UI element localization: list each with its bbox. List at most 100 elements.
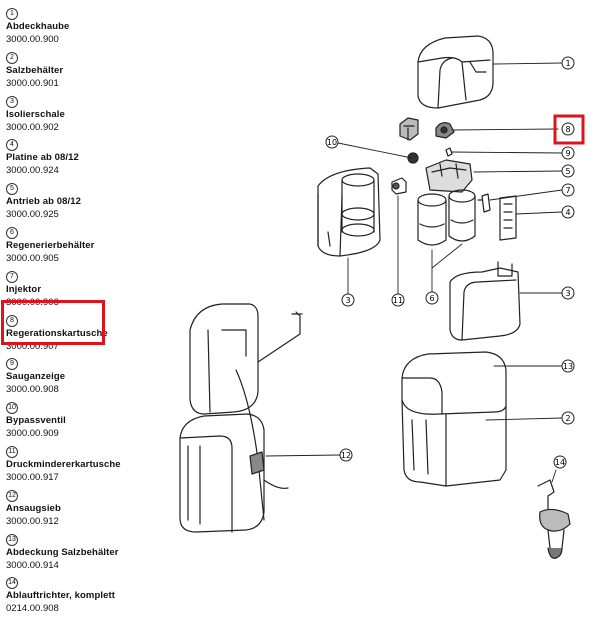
legend-part-name: Injektor xyxy=(6,283,42,295)
legend-part-code: 3000.00.914 xyxy=(6,559,59,571)
legend-item-5: 5 Antrieb ab 08/12 3000.00.925 xyxy=(6,183,156,227)
svg-text:1: 1 xyxy=(565,59,570,68)
legend-part-code: 3000.00.912 xyxy=(6,515,59,527)
svg-text:10: 10 xyxy=(327,138,337,147)
legend-part-code: 3000.00.908 xyxy=(6,384,59,396)
callout-highlight-box xyxy=(553,114,585,145)
legend-part-name: Sauganzeige xyxy=(6,371,66,383)
legend-number: 1 xyxy=(6,8,18,20)
legend-part-name: Antrieb ab 08/12 xyxy=(6,196,81,208)
svg-text:5: 5 xyxy=(565,167,570,176)
callout-8: 8 xyxy=(553,114,585,145)
legend-item-4: 4 Platine ab 08/12 3000.00.924 xyxy=(6,139,156,183)
legend-number: 12 xyxy=(6,489,18,502)
svg-text:8: 8 xyxy=(565,125,570,134)
callout-4: 4 xyxy=(561,205,575,219)
legend-part-code: 3000.00.905 xyxy=(6,252,59,264)
part-drain-funnel xyxy=(537,479,571,559)
legend-part-name: Regerationskartusche xyxy=(6,327,108,339)
legend-highlight-box xyxy=(1,300,105,345)
legend-part-code: 3000.00.902 xyxy=(6,121,59,133)
callout-12: 12 xyxy=(339,448,353,462)
svg-text:12: 12 xyxy=(341,451,351,460)
part-drive-and-tanks xyxy=(417,159,476,246)
legend-item-2: 2 Salzbehälter 3000.00.901 xyxy=(6,51,156,96)
legend-part-code: 3000.00.925 xyxy=(6,209,59,221)
svg-text:11: 11 xyxy=(393,296,403,305)
callout-9: 9 xyxy=(561,146,575,160)
legend-part-name: Isolierschale xyxy=(6,108,65,120)
legend-item-10: 10 Bypassventil 3000.00.909 xyxy=(6,402,156,446)
legend-part-name: Salzbehälter xyxy=(6,64,64,76)
part-suction-indicator xyxy=(445,147,453,157)
callout-14: 14 xyxy=(553,455,567,469)
callout-6: 6 xyxy=(425,291,439,305)
legend-part-name: Platine ab 08/12 xyxy=(6,152,79,164)
legend-item-6: 6 Regenerierbehälter 3000.00.905 xyxy=(6,226,156,271)
legend-number: 8 xyxy=(6,314,18,327)
legend-part-code: 3000.00.900 xyxy=(6,34,59,45)
svg-text:3: 3 xyxy=(565,289,570,298)
svg-text:4: 4 xyxy=(565,208,570,217)
legend-part-code: 3000.00.907 xyxy=(6,340,59,352)
part-bypass-valve xyxy=(407,152,419,164)
part-regeneration-cartridge xyxy=(399,117,455,141)
legend-number: 13 xyxy=(6,533,18,546)
legend-number: 2 xyxy=(6,51,18,64)
callout-1: 1 xyxy=(561,56,575,70)
callout-2: 2 xyxy=(561,411,575,425)
svg-text:14: 14 xyxy=(555,458,565,467)
part-salt-container xyxy=(401,351,507,487)
legend-number: 7 xyxy=(6,270,18,283)
legend-number: 9 xyxy=(6,358,18,371)
legend-number: 10 xyxy=(6,402,18,415)
legend-item-3: 3 Isolierschale 3000.00.902 xyxy=(6,95,156,140)
legend-part-code: 3000.00.924 xyxy=(6,165,59,177)
legend-item-11: 11 Druckminderer­kartusche 3000.00.917 xyxy=(6,445,156,490)
part-injector xyxy=(477,193,491,213)
assembled-unit xyxy=(179,303,303,533)
legend-number: 3 xyxy=(6,95,18,108)
legend-number: 5 xyxy=(6,183,18,196)
legend-number: 6 xyxy=(6,226,18,239)
legend-part-code: 3000.00.917 xyxy=(6,471,59,483)
legend-item-8: 8 Regerationskartusche 3000.00.907 xyxy=(6,314,156,359)
part-insulation-shell-right xyxy=(449,261,521,341)
svg-text:3: 3 xyxy=(345,296,350,305)
legend-item-12: 12 Ansaugsieb 3000.00.912 xyxy=(6,489,156,534)
legend-item-13: 13 Abdeckung Salzbehälter 3000.00.914 xyxy=(6,533,156,578)
legend-part-name: Druckminderer­kartusche xyxy=(6,458,121,470)
part-circuit-board xyxy=(499,195,517,241)
legend-part-name: Bypassventil xyxy=(6,415,66,427)
callout-3-right: 3 xyxy=(561,286,575,300)
callout-13: 13 xyxy=(561,359,575,373)
parts-legend: 1 Abdeckhaube 3000.00.900 2 Salzbehälter… xyxy=(6,8,156,621)
exploded-view-drawing: 1 8 9 10 5 7 xyxy=(160,0,600,597)
part-insulation-shell-left xyxy=(317,167,381,257)
svg-text:9: 9 xyxy=(565,149,570,158)
legend-number: 11 xyxy=(6,445,18,458)
svg-text:7: 7 xyxy=(565,186,570,195)
legend-part-name: Abdeckhaube xyxy=(6,21,70,32)
legend-part-name: Ansaugsieb xyxy=(6,502,61,514)
svg-text:13: 13 xyxy=(563,362,573,371)
svg-text:6: 6 xyxy=(429,294,434,303)
legend-item-14: 14 Ablauftrichter, komplett 0214.00.908 xyxy=(6,577,156,621)
callout-5: 5 xyxy=(561,164,575,178)
legend-part-name: Regenerierbehälter xyxy=(6,239,95,251)
legend-part-name: Abdeckung Salzbehälter xyxy=(6,546,119,558)
callout-7: 7 xyxy=(561,183,575,197)
exploded-view-svg: 1 8 9 10 5 7 xyxy=(179,35,585,559)
callout-3-left: 3 xyxy=(341,293,355,307)
legend-part-name: Ablauftrichter, komplett xyxy=(6,590,116,602)
legend-item-9: 9 Sauganzeige 3000.00.908 xyxy=(6,358,156,402)
svg-text:2: 2 xyxy=(565,414,570,423)
legend-number: 14 xyxy=(6,577,18,590)
part-cover-hood xyxy=(417,35,494,109)
callout-10: 10 xyxy=(325,135,339,149)
legend-number: 4 xyxy=(6,139,18,152)
legend-part-code: 3000.00.901 xyxy=(6,77,59,89)
legend-part-code: 0214.00.908 xyxy=(6,603,59,615)
legend-part-code: 3000.00.909 xyxy=(6,428,59,440)
callout-markers: 1 8 9 10 5 7 xyxy=(325,56,585,469)
